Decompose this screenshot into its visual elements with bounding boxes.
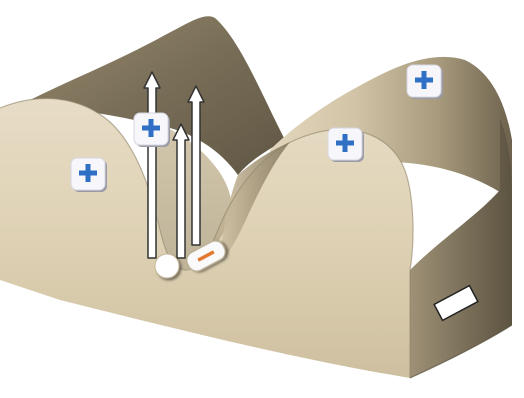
positive-charge-left-wall xyxy=(71,158,107,192)
positive-charge-right-top xyxy=(407,65,443,99)
positive-charge-right-slope xyxy=(328,128,364,162)
positive-charge-left-ridge xyxy=(134,113,170,147)
neutral-particle xyxy=(155,254,179,278)
